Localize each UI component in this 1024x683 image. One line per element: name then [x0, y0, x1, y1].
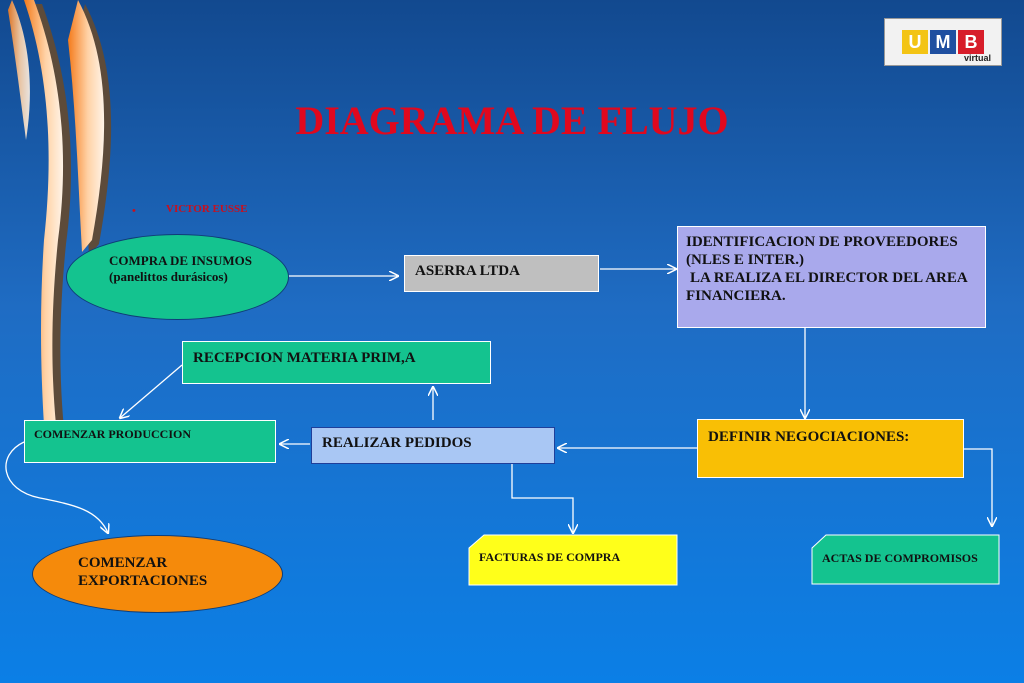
logo-letter-m: M: [930, 30, 956, 54]
node-identificacion-proveedores: IDENTIFICACION DE PROVEEDORES (NLES E IN…: [677, 226, 986, 328]
node-comenzar-exportaciones: COMENZAR EXPORTACIONES: [32, 535, 283, 613]
node-compra-label: COMPRA DE INSUMOS (panelittos durásicos): [109, 253, 253, 284]
node-realizar-pedidos: REALIZAR PEDIDOS: [311, 427, 555, 464]
author-name: VICTOR EUSSE: [166, 203, 248, 215]
logo-subtitle: virtual: [963, 53, 991, 63]
node-realizar-pedidos-label: REALIZAR PEDIDOS: [322, 435, 472, 451]
node-definir-negociaciones: DEFINIR NEGOCIACIONES:: [697, 419, 964, 478]
node-comenzar-produccion-label: COMENZAR PRODUCCION: [34, 427, 191, 441]
arrow-recepcion-to-produccion: [120, 364, 183, 418]
logo-letter-u: U: [902, 30, 928, 54]
arrow-pedidos-to-facturas: [511, 464, 573, 533]
flame-decoration: [8, 0, 112, 429]
node-actas-de-compromisos: ACTAS DE COMPROMISOS: [822, 551, 992, 565]
node-exportaciones-label: COMENZAR EXPORTACIONES: [78, 555, 208, 589]
node-aserra-label: ASERRA LTDA: [415, 263, 520, 279]
node-recepcion-materia-prima: RECEPCION MATERIA PRIM,A: [182, 341, 491, 384]
arrow-produccion-to-exportaciones: [5, 441, 108, 533]
facturas-shape: [468, 534, 678, 586]
node-comenzar-produccion: COMENZAR PRODUCCION: [24, 420, 276, 463]
node-compra-de-insumos: COMPRA DE INSUMOS (panelittos durásicos): [66, 234, 289, 320]
actas-shape: [811, 534, 1000, 585]
bullet-marker: •: [132, 205, 136, 217]
node-identificacion-label-1: IDENTIFICACION DE PROVEEDORES (NLES E IN…: [686, 234, 958, 268]
logo-letter-b: B: [958, 30, 984, 54]
umb-virtual-logo: U M B virtual: [884, 18, 1002, 66]
arrow-definir-to-actas: [964, 448, 992, 526]
node-identificacion-label-2: LA REALIZA EL DIRECTOR DEL AREA FINANCIE…: [686, 270, 967, 304]
node-definir-label: DEFINIR NEGOCIACIONES:: [708, 429, 910, 445]
page-title: DIAGRAMA DE FLUJO: [295, 98, 729, 143]
node-aserra-ltda: ASERRA LTDA: [404, 255, 599, 292]
node-actas-label: ACTAS DE COMPROMISOS: [822, 551, 978, 565]
node-recepcion-label: RECEPCION MATERIA PRIM,A: [193, 350, 416, 366]
node-facturas-de-compra: FACTURAS DE COMPRA: [479, 550, 674, 564]
node-facturas-label: FACTURAS DE COMPRA: [479, 550, 621, 564]
